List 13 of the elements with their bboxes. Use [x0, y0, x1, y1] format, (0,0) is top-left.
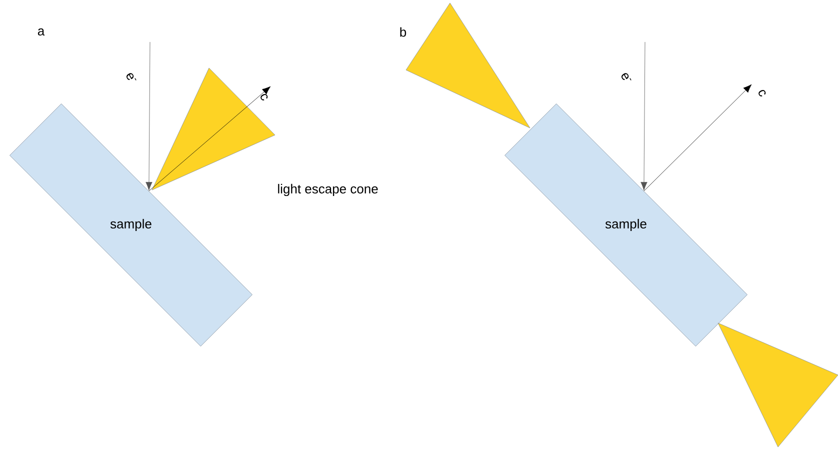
arrow — [644, 84, 752, 192]
edge-label: c — [260, 94, 268, 100]
cone-triangle — [718, 322, 838, 448]
arrow — [640, 42, 648, 190]
arrow — [148, 86, 271, 192]
edge-label: c — [758, 90, 766, 96]
edge-label: e$^{-}$ — [622, 73, 632, 80]
cone-caption: light escape cone — [278, 184, 378, 196]
edge-label: e$^{-}$ — [126, 73, 136, 80]
cone-triangle — [406, 2, 530, 128]
panel-letter: a — [38, 28, 45, 36]
arrow — [146, 42, 152, 190]
cone-triangle — [152, 68, 276, 190]
